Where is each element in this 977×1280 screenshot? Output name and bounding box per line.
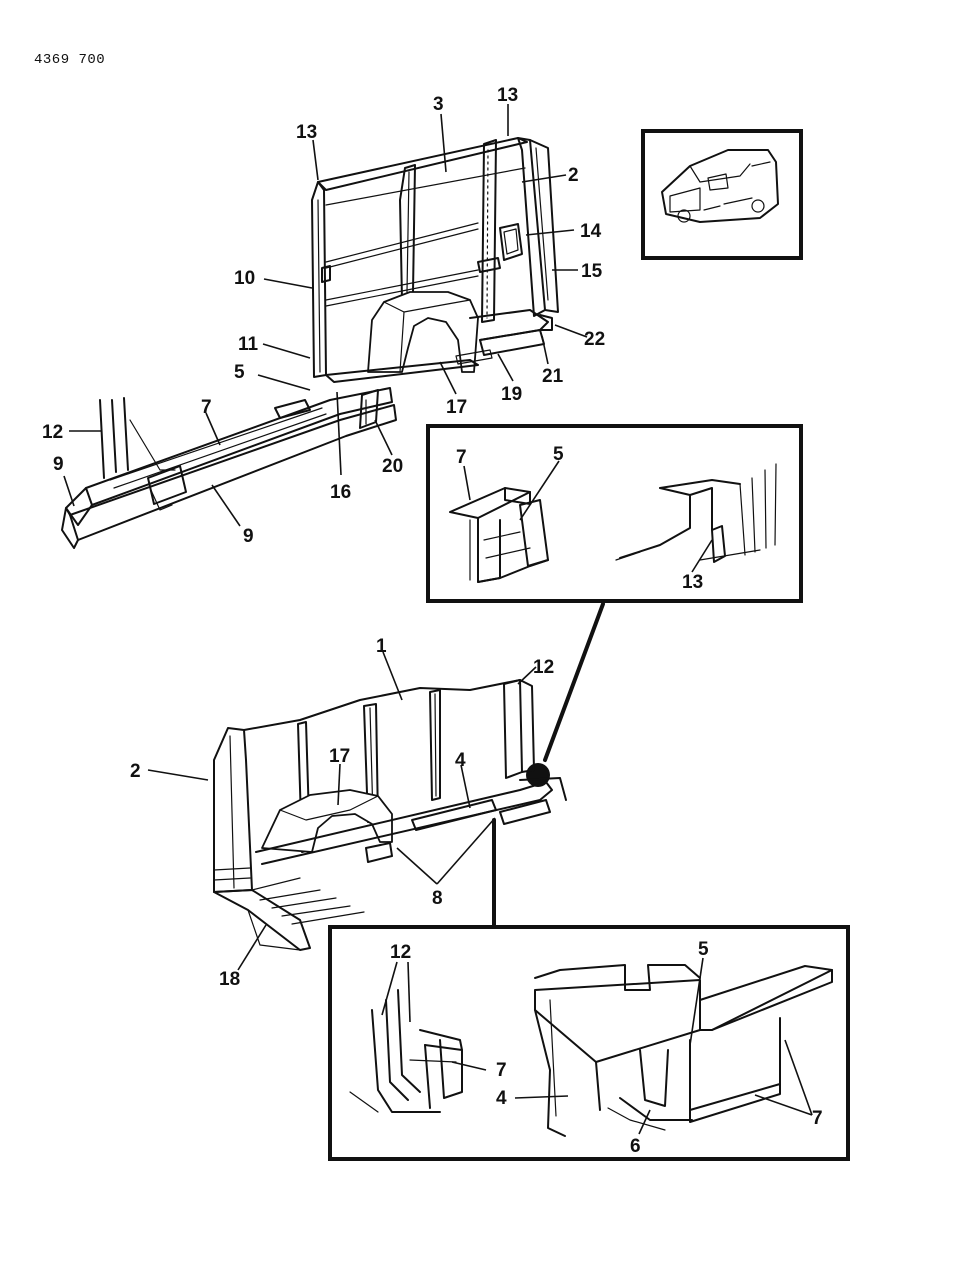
callout-18: 18 <box>219 969 240 990</box>
callout-10: 10 <box>234 268 255 289</box>
upper-body-side-assembly <box>61 137 559 549</box>
inset-connector-line <box>543 602 605 762</box>
callout-6: 6 <box>630 1136 641 1157</box>
callout-2-upper: 2 <box>568 165 579 186</box>
callout-19: 19 <box>501 384 522 405</box>
inset-connector-dot <box>526 763 550 787</box>
lower-body-side-assembly <box>213 679 567 951</box>
callout-8: 8 <box>432 888 443 909</box>
callout-17-upper: 17 <box>446 397 467 418</box>
callout-4-lower: 4 <box>455 750 466 771</box>
callout-22: 22 <box>584 329 605 350</box>
callout-4-inset: 4 <box>496 1088 507 1109</box>
callout-2-lower: 2 <box>130 761 141 782</box>
callout-1: 1 <box>376 636 387 657</box>
callout-17-lower: 17 <box>329 746 350 767</box>
callout-12-lower: 12 <box>533 657 554 678</box>
detail-inset-lower <box>328 925 850 1161</box>
callout-16: 16 <box>330 482 351 503</box>
callout-7-lower-inset-left: 7 <box>496 1060 507 1081</box>
callout-13-top: 13 <box>497 85 518 106</box>
van-locator-inset <box>641 129 803 260</box>
callout-7-upper: 7 <box>201 397 212 418</box>
callout-12-upper: 12 <box>42 422 63 443</box>
callout-5-upper: 5 <box>234 362 245 383</box>
callout-7-lower-inset-right: 7 <box>812 1108 823 1129</box>
callout-5-lower-inset: 5 <box>698 939 709 960</box>
callout-9-bottom: 9 <box>243 526 254 547</box>
callout-14: 14 <box>580 221 602 242</box>
callout-5-inset: 5 <box>553 444 564 465</box>
drawing-number: 4369 700 <box>34 52 106 68</box>
callout-13-inset: 13 <box>682 572 703 593</box>
callout-labels: 13 3 13 2 14 15 10 22 11 21 5 19 17 7 12… <box>42 85 823 1157</box>
callout-21: 21 <box>542 366 564 387</box>
callout-20: 20 <box>382 456 403 477</box>
leader-lines <box>63 104 813 1135</box>
callout-13-left: 13 <box>296 122 317 143</box>
callout-15: 15 <box>581 261 603 282</box>
callout-11: 11 <box>238 334 259 355</box>
callout-9-left: 9 <box>53 454 64 475</box>
callout-3: 3 <box>433 94 444 115</box>
callout-12-inset: 12 <box>390 942 411 963</box>
callout-7-inset: 7 <box>456 447 467 468</box>
detail-inset-upper <box>426 424 803 603</box>
